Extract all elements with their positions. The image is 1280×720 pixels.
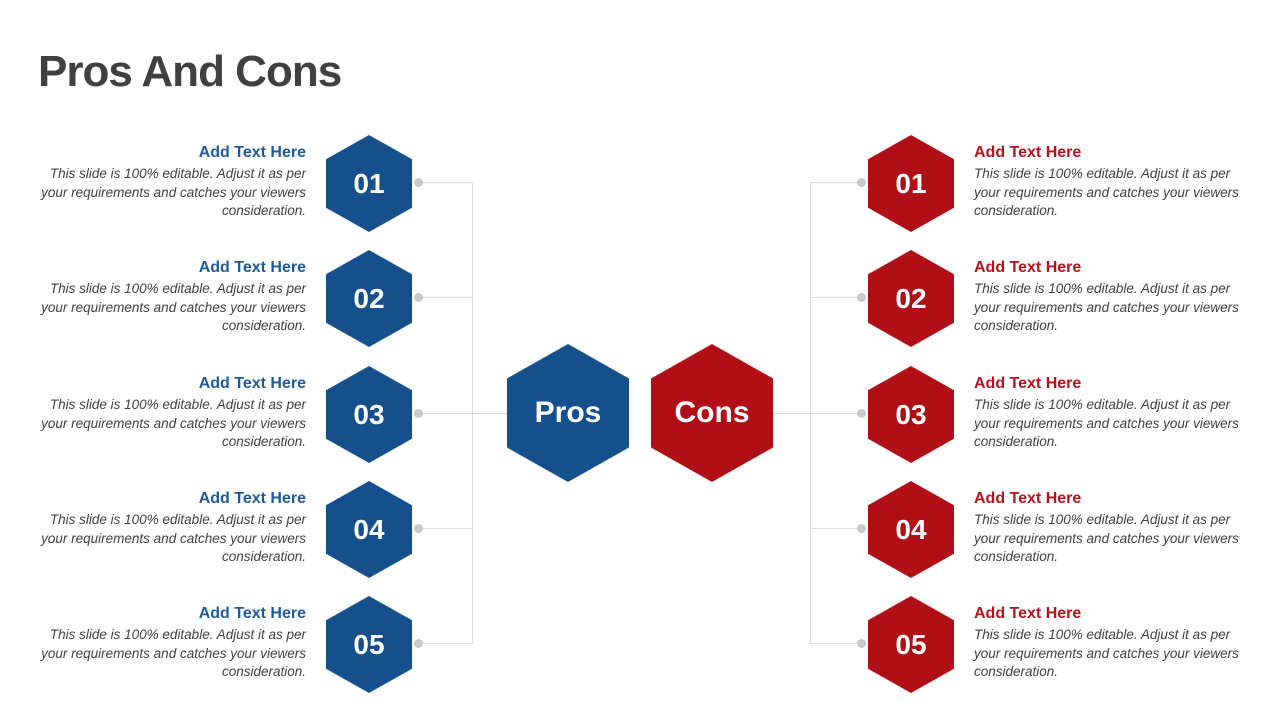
cons-item-5-text: Add Text Here This slide is 100% editabl…	[974, 603, 1240, 682]
pros-item-2-body: This slide is 100% editable. Adjust it a…	[41, 281, 306, 333]
pros-item-5-text: Add Text Here This slide is 100% editabl…	[40, 603, 306, 682]
pros-number-2: 02	[353, 282, 385, 314]
pros-number-4: 04	[353, 513, 385, 545]
cons-item-1-text: Add Text Here This slide is 100% editabl…	[974, 142, 1240, 221]
cons-item-2-text: Add Text Here This slide is 100% editabl…	[974, 257, 1240, 336]
cons-label: Cons	[674, 396, 750, 429]
cons-number-2: 02	[895, 282, 927, 314]
cons-hexagon: Cons	[651, 344, 773, 482]
connector-dot	[857, 639, 866, 648]
cons-number-3: 03	[895, 398, 927, 430]
pros-item-3-body: This slide is 100% editable. Adjust it a…	[41, 397, 306, 449]
connector-line-horizontal	[420, 528, 472, 529]
cons-number-hexagon-3: 03	[868, 366, 954, 463]
connector-dot	[414, 639, 423, 648]
pros-item-4-text: Add Text Here This slide is 100% editabl…	[40, 488, 306, 567]
pros-hexagon: Pros	[507, 344, 629, 482]
pros-label: Pros	[534, 396, 602, 429]
pros-number-hexagon-3: 03	[326, 366, 412, 463]
pros-number-hexagon-1: 01	[326, 135, 412, 232]
cons-number-hexagon-1: 01	[868, 135, 954, 232]
connector-line-horizontal	[810, 182, 862, 183]
connector-line-horizontal	[810, 528, 862, 529]
pros-number-hexagon-5: 05	[326, 596, 412, 693]
pros-item-4-body: This slide is 100% editable. Adjust it a…	[41, 512, 306, 564]
pros-item-3-text: Add Text Here This slide is 100% editabl…	[40, 373, 306, 452]
connector-dot	[414, 293, 423, 302]
cons-number-hexagon-5: 05	[868, 596, 954, 693]
cons-item-3-text: Add Text Here This slide is 100% editabl…	[974, 373, 1240, 452]
cons-item-5-body: This slide is 100% editable. Adjust it a…	[974, 627, 1239, 679]
pros-item-5-heading: Add Text Here	[198, 605, 306, 622]
cons-number-4: 04	[895, 513, 927, 545]
connector-dot	[414, 178, 423, 187]
cons-number-hexagon-4: 04	[868, 481, 954, 578]
cons-item-1-body: This slide is 100% editable. Adjust it a…	[974, 166, 1239, 218]
connector-dot	[414, 524, 423, 533]
cons-item-4-body: This slide is 100% editable. Adjust it a…	[974, 512, 1239, 564]
pros-item-1-text: Add Text Here This slide is 100% editabl…	[40, 142, 306, 221]
connector-dot	[857, 524, 866, 533]
cons-item-4-heading: Add Text Here	[974, 490, 1082, 507]
connector-line-horizontal	[773, 413, 862, 414]
connector-line-horizontal	[810, 643, 862, 644]
cons-number-hexagon-2: 02	[868, 250, 954, 347]
cons-number-5: 05	[895, 628, 927, 660]
connector-dot	[857, 178, 866, 187]
pros-item-2-text: Add Text Here This slide is 100% editabl…	[40, 257, 306, 336]
connector-line-horizontal	[420, 182, 472, 183]
pros-number-1: 01	[353, 167, 385, 199]
connector-line-horizontal	[420, 643, 472, 644]
pros-item-1-heading: Add Text Here	[198, 144, 306, 161]
connector-dot	[414, 409, 423, 418]
cons-item-5-heading: Add Text Here	[974, 605, 1082, 622]
cons-item-4-text: Add Text Here This slide is 100% editabl…	[974, 488, 1240, 567]
cons-item-2-body: This slide is 100% editable. Adjust it a…	[974, 281, 1239, 333]
connector-dot	[857, 293, 866, 302]
pros-item-2-heading: Add Text Here	[198, 259, 306, 276]
cons-item-2-heading: Add Text Here	[974, 259, 1082, 276]
connector-dot	[857, 409, 866, 418]
pros-item-3-heading: Add Text Here	[198, 375, 306, 392]
connector-line-horizontal	[420, 413, 509, 414]
pros-number-3: 03	[353, 398, 385, 430]
pros-item-5-body: This slide is 100% editable. Adjust it a…	[41, 627, 306, 679]
pros-number-hexagon-4: 04	[326, 481, 412, 578]
cons-item-3-body: This slide is 100% editable. Adjust it a…	[974, 397, 1239, 449]
pros-number-5: 05	[353, 628, 385, 660]
cons-item-3-heading: Add Text Here	[974, 375, 1082, 392]
pros-item-4-heading: Add Text Here	[198, 490, 306, 507]
cons-item-1-heading: Add Text Here	[974, 144, 1082, 161]
cons-number-1: 01	[895, 167, 927, 199]
pros-item-1-body: This slide is 100% editable. Adjust it a…	[41, 166, 306, 218]
pros-number-hexagon-2: 02	[326, 250, 412, 347]
page-title: Pros And Cons	[38, 47, 342, 96]
connector-line-horizontal	[420, 297, 472, 298]
connector-line-horizontal	[810, 297, 862, 298]
